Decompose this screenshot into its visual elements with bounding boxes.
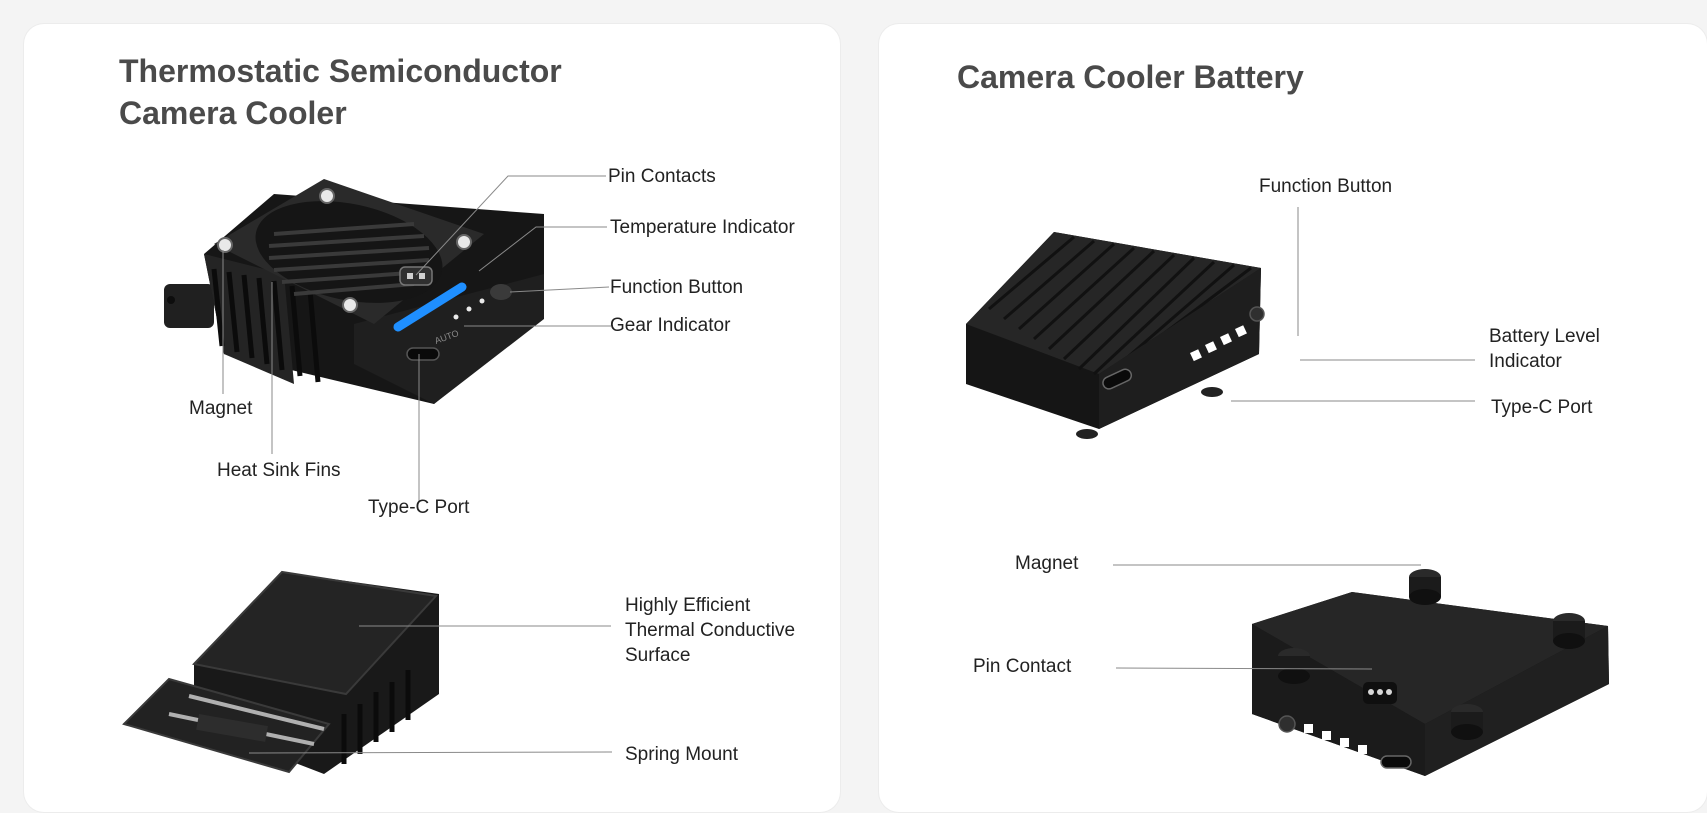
cooler-label-type-c-port: Type-C Port bbox=[368, 497, 470, 518]
battery-label-pin-contact: Pin Contact bbox=[973, 656, 1072, 677]
thermal-surface-line-2: Thermal Conductive bbox=[625, 620, 796, 641]
battery-label-type-c-port: Type-C Port bbox=[1491, 397, 1593, 418]
cooler-card: Thermostatic Semiconductor Camera Cooler bbox=[24, 24, 840, 812]
thermal-surface-line-3: Surface bbox=[625, 645, 691, 666]
cooler-title-line-2: Camera Cooler bbox=[119, 95, 347, 131]
battery-device-top bbox=[966, 232, 1265, 439]
battery-illustration bbox=[966, 207, 1609, 776]
cooler-label-pin-contacts: Pin Contacts bbox=[608, 166, 716, 187]
cooler-label-thermal-surface: Highly Efficient Thermal Conductive Surf… bbox=[625, 593, 825, 668]
thermal-surface-line-1: Highly Efficient bbox=[625, 595, 751, 616]
cooler-title-line-1: Thermostatic Semiconductor bbox=[119, 53, 562, 89]
cooler-label-function-button: Function Button bbox=[610, 277, 744, 298]
cooler-device-bottom bbox=[122, 570, 439, 774]
battery-label-magnet: Magnet bbox=[1015, 553, 1079, 574]
cooler-label-heat-sink-fins: Heat Sink Fins bbox=[217, 460, 341, 481]
battery-level-line-1: Battery Level bbox=[1489, 326, 1600, 347]
battery-device-bottom bbox=[1252, 569, 1609, 776]
cooler-leader-lines bbox=[222, 175, 613, 754]
battery-level-line-2: Indicator bbox=[1489, 351, 1562, 372]
cooler-label-temperature-indicator: Temperature Indicator bbox=[610, 217, 795, 238]
battery-card: Camera Cooler Battery bbox=[879, 24, 1707, 812]
battery-label-level-indicator: Battery Level Indicator bbox=[1489, 324, 1639, 374]
cooler-label-gear-indicator: Gear Indicator bbox=[610, 315, 731, 336]
cooler-device-top: AUTO bbox=[164, 179, 544, 404]
cooler-illustration: AUTO bbox=[122, 175, 613, 774]
cooler-label-magnet: Magnet bbox=[189, 398, 253, 419]
battery-title: Camera Cooler Battery bbox=[957, 59, 1304, 95]
cooler-label-spring-mount: Spring Mount bbox=[625, 744, 739, 765]
cooler-title: Thermostatic Semiconductor Camera Cooler bbox=[119, 50, 562, 134]
battery-leader-lines bbox=[1113, 207, 1475, 670]
battery-label-function-button: Function Button bbox=[1259, 176, 1393, 197]
